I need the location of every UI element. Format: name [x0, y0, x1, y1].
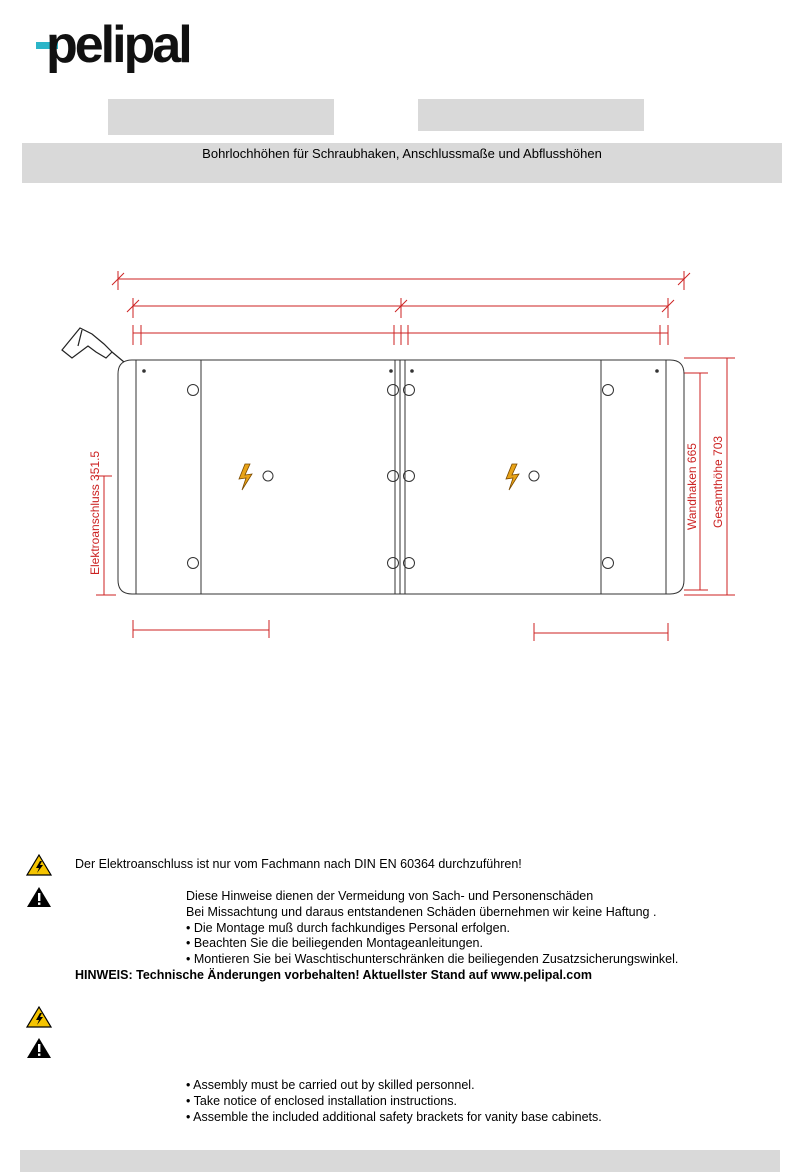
subtitle-bar: Bohrlochhöhen für Schraubhaken, Anschlus…	[22, 143, 782, 183]
total-height-label: Gesamthöhe 703	[711, 436, 725, 528]
footer-bar	[20, 1150, 780, 1172]
header-field-right	[418, 99, 644, 131]
notes-en-line-3: • Assemble the included additional safet…	[186, 1110, 602, 1124]
notes-en-line-2: • Take notice of enclosed installation i…	[186, 1094, 457, 1108]
header-field-left	[108, 99, 334, 135]
wall-hook-label: Wandhaken 665	[685, 443, 699, 530]
general-warning-icon-en	[26, 1036, 52, 1060]
notes-de-line-2: Bei Missachtung und daraus entstandenen …	[186, 905, 657, 919]
logo-accent	[36, 42, 58, 49]
notes-en-line-1: • Assembly must be carried out by skille…	[186, 1078, 475, 1092]
drill-icon	[61, 327, 125, 363]
notes-de-line-1: Diese Hinweise dienen der Vermeidung von…	[186, 889, 594, 903]
electric-warning-icon	[25, 853, 53, 877]
drawing-svg: Elektroanschluss 351.5 Wandhaken 665 Ges…	[61, 271, 735, 641]
notes-de-line-5: • Montieren Sie bei Waschtischunterschrä…	[186, 952, 679, 966]
pelipal-logo: pelipal	[36, 16, 206, 78]
cabinet-outline	[117, 359, 685, 595]
subtitle-text: Bohrlochhöhen für Schraubhaken, Anschlus…	[202, 146, 602, 161]
electric-warning-icon-en	[25, 1005, 53, 1029]
notes-de-line-4: • Beachten Sie die beiliegenden Montagea…	[186, 936, 483, 950]
electro-label: Elektroanschluss 351.5	[88, 451, 102, 575]
electro-warning-text: Der Elektroanschluss ist nur vom Fachman…	[75, 857, 522, 871]
technical-drawing: Elektroanschluss 351.5 Wandhaken 665 Ges…	[0, 240, 808, 660]
electric-symbol-right	[505, 463, 520, 491]
dimension-lines	[96, 271, 735, 641]
logo-wordmark: pelipal	[46, 16, 190, 74]
hint-text: HINWEIS: Technische Änderungen vorbehalt…	[75, 968, 592, 982]
notes-de-line-3: • Die Montage muß durch fachkundiges Per…	[186, 921, 510, 935]
general-warning-icon	[26, 885, 52, 909]
electric-symbol-left	[238, 463, 253, 491]
